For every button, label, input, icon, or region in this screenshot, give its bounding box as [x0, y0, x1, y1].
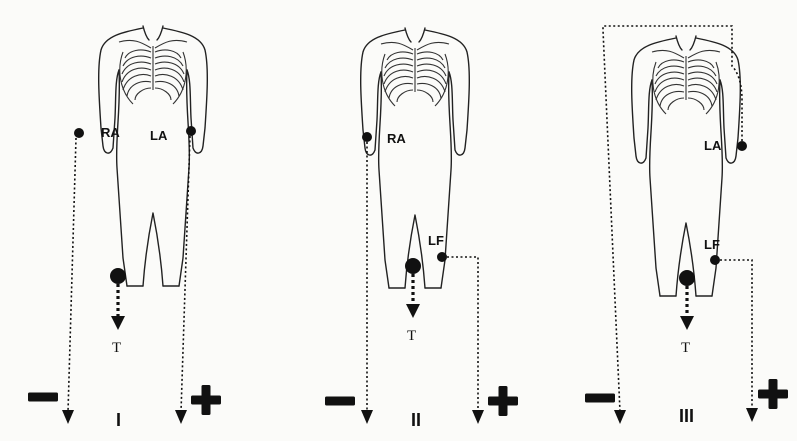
label-ra-i: RA	[101, 125, 120, 140]
arrow-negative-ii	[361, 410, 373, 424]
lead-wire-positive-iii	[720, 260, 752, 410]
arrow-negative-i	[62, 410, 74, 424]
body-figure-ii	[361, 28, 470, 288]
electrode-ra-i	[74, 128, 84, 138]
arrow-negative-iii	[614, 410, 626, 424]
electrode-ground-ii	[405, 258, 421, 274]
electrode-ra-ii	[362, 132, 372, 142]
electrode-la-iii	[737, 141, 747, 151]
electrode-la-i	[186, 126, 196, 136]
label-lf-ii: LF	[428, 233, 444, 248]
label-la-iii: LA	[704, 138, 722, 153]
lead-wire-positive-ii	[447, 257, 478, 412]
lead-name-iii: III	[679, 406, 694, 426]
arrow-positive-iii	[746, 408, 758, 422]
minus-icon-i	[28, 393, 58, 402]
lead-wire-negative-i	[68, 138, 76, 412]
minus-icon-ii	[325, 397, 355, 406]
lead-name-ii: II	[411, 410, 421, 430]
ground-label-i: T	[112, 340, 121, 356]
panel-lead-ii: RA LF T II	[325, 28, 518, 430]
plus-icon-iii	[758, 379, 788, 409]
arrow-positive-ii	[472, 410, 484, 424]
ground-arrow-ii	[406, 304, 420, 318]
panel-lead-iii: LA LF T III	[585, 26, 788, 426]
ground-label-ii: T	[407, 328, 416, 344]
panel-lead-i: RA LA T I	[28, 26, 221, 430]
electrode-lf-iii	[710, 255, 720, 265]
arrow-positive-i	[175, 410, 187, 424]
label-la-i: LA	[150, 128, 168, 143]
electrode-ground-iii	[679, 270, 695, 286]
plus-icon-ii	[488, 386, 518, 416]
body-figure-iii	[632, 36, 741, 296]
label-ra-ii: RA	[387, 131, 406, 146]
ground-label-iii: T	[681, 340, 690, 356]
lead-wire-positive-i	[181, 136, 190, 412]
electrode-lf-ii	[437, 252, 447, 262]
label-lf-iii: LF	[704, 237, 720, 252]
plus-icon-i	[191, 385, 221, 415]
ground-arrow-i	[111, 316, 125, 330]
body-figure-i	[99, 26, 208, 286]
electrode-ground-i	[110, 268, 126, 284]
minus-icon-iii	[585, 394, 615, 403]
ground-arrow-iii	[680, 316, 694, 330]
lead-name-i: I	[116, 410, 121, 430]
